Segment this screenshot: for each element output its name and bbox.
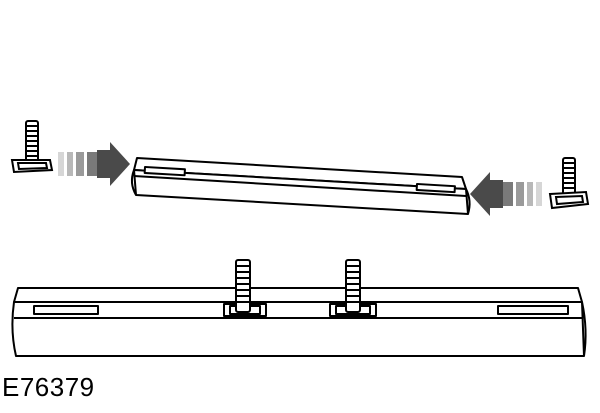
insert-arrow-icon	[470, 172, 542, 216]
insert-arrow-icon	[58, 142, 130, 186]
t-bolt-icon	[10, 120, 54, 174]
t-bolt-icon	[548, 157, 590, 210]
t-bolt-icon	[345, 259, 361, 313]
upper-rail	[130, 157, 471, 215]
figure-reference-code: E76379	[2, 372, 95, 402]
lower-rail	[11, 287, 587, 357]
t-bolt-icon	[235, 259, 251, 313]
